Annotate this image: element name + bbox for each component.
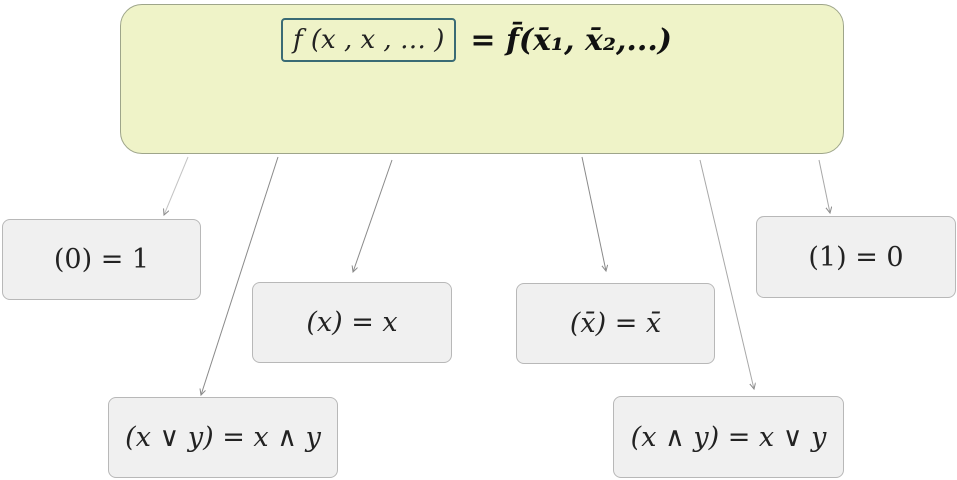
formula-lhs-frame: f (x , x , … ) bbox=[281, 18, 457, 62]
formula-lhs: f (x , x , … ) bbox=[293, 25, 445, 55]
connector-to-leaf-1 bbox=[353, 159, 393, 272]
dual-constant-zero-box: (0) = 1 bbox=[2, 219, 201, 300]
dual-conjunction-box: (x ∧ y) = x ∨ y bbox=[613, 396, 844, 478]
connector-to-leaf-0 bbox=[164, 156, 189, 215]
leaf-formula: (x̄) = x̄ bbox=[569, 308, 662, 339]
dual-negation-box: (x̄) = x̄ bbox=[516, 283, 715, 364]
duality-formula: f (x , x , … ) = f̄(x̄₁, x̄₂,...) bbox=[281, 17, 672, 63]
leaf-formula: (x) = x bbox=[306, 307, 398, 338]
dual-function-definition-box: f (x , x , … ) = f̄(x̄₁, x̄₂,...) bbox=[120, 4, 844, 154]
connector-to-leaf-3 bbox=[581, 156, 606, 271]
leaf-formula: (0) = 1 bbox=[53, 244, 150, 275]
leaf-formula: (x ∧ y) = x ∨ y bbox=[630, 421, 827, 453]
leaf-formula: (x ∨ y) = x ∧ y bbox=[125, 422, 321, 453]
dual-constant-one-box: (1) = 0 bbox=[756, 216, 956, 298]
dual-disjunction-box: (x ∨ y) = x ∧ y bbox=[108, 397, 338, 478]
connector-to-leaf-4 bbox=[818, 159, 830, 213]
formula-rhs: = f̄(x̄₁, x̄₂,...) bbox=[470, 22, 672, 58]
dual-identity-box: (x) = x bbox=[252, 282, 452, 363]
leaf-formula: (1) = 0 bbox=[808, 241, 904, 273]
